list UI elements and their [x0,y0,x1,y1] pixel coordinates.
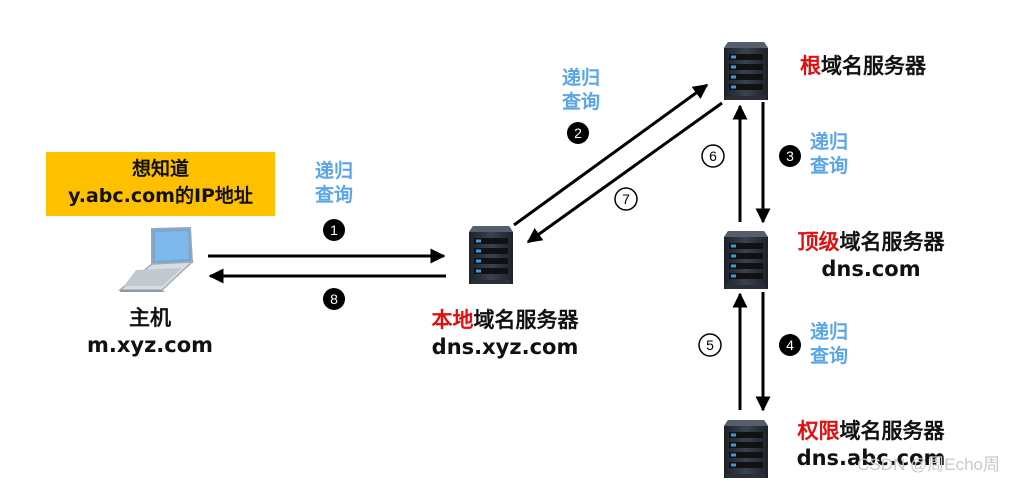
query-label-2: 递归 查询 [555,66,607,114]
auth-server-label: 权限域名服务器 dns.abc.com [786,418,956,472]
host-label: 主机 m.xyz.com [70,305,230,359]
query-label-line1: 递归 [809,321,848,343]
step-badge-6: 6 [701,144,725,168]
query-label-line2: 查询 [809,155,848,177]
step-badge-8: 8 [323,288,345,310]
arrow-step-7 [526,101,723,244]
auth-server-domain: dns.abc.com [796,446,946,470]
tld-server-domain: dns.com [821,257,921,281]
step-badge-2: 2 [567,122,589,144]
svg-text:2: 2 [574,125,582,141]
step-badge-7: 7 [614,187,638,211]
query-label-4: 递归 查询 [803,320,855,368]
svg-text:4: 4 [786,337,794,353]
query-label-line2: 查询 [314,184,353,206]
step-badge-3: 3 [779,145,801,167]
query-label-line2: 查询 [809,345,848,367]
question-callout: 想知道 y.abc.com的IP地址 [46,152,275,216]
root-server-label: 根域名服务器 [800,54,926,78]
tld-server-name: 顶级域名服务器 [797,230,945,254]
local-server-name: 本地域名服务器 [431,308,579,332]
tld-server-label: 顶级域名服务器 dns.com [786,229,956,283]
svg-text:1: 1 [330,222,338,238]
query-label-line2: 查询 [561,91,600,113]
arrow-step-2 [513,83,709,227]
svg-text:7: 7 [622,191,630,207]
server-icon [469,226,513,284]
svg-text:8: 8 [330,291,338,307]
server-icon [724,42,768,100]
server-icon [724,420,768,478]
auth-server-name: 权限域名服务器 [797,419,945,443]
query-label-line1: 递归 [314,160,353,182]
step-badge-4: 4 [779,334,801,356]
host-domain: m.xyz.com [86,333,214,357]
local-server-label: 本地域名服务器 dns.xyz.com [405,307,605,361]
laptop-icon [117,226,195,292]
server-icon [724,231,768,289]
svg-text:3: 3 [786,148,794,164]
step-badge-1: 1 [323,219,345,241]
callout-line1: 想知道 [131,158,189,180]
local-server-domain: dns.xyz.com [431,335,579,359]
query-label-line1: 递归 [809,131,848,153]
query-label-line1: 递归 [561,67,600,89]
watermark: CSDN @周Echo周 [857,455,1000,474]
step-badge-5: 5 [698,333,722,357]
svg-text:6: 6 [709,148,717,164]
svg-text:5: 5 [706,337,714,353]
query-label-1: 递归 查询 [308,159,360,207]
host-name: 主机 [129,306,171,330]
query-label-3: 递归 查询 [803,130,855,178]
callout-line2: y.abc.com的IP地址 [68,185,253,207]
